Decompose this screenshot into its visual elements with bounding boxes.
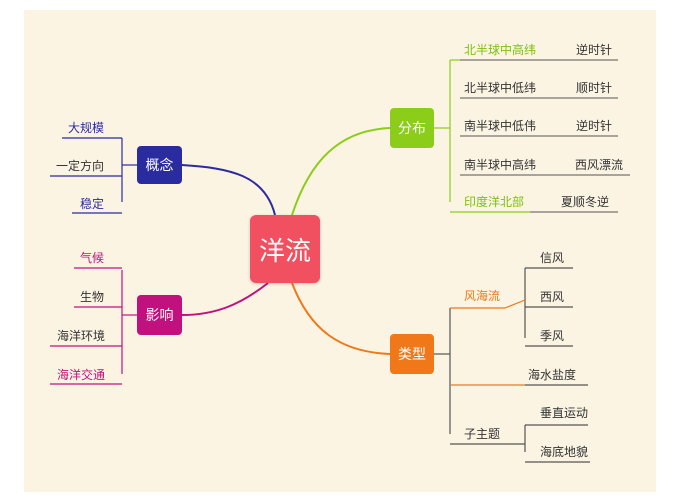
distribution-item-value[interactable]: 逆时针 <box>576 119 613 133</box>
types-subitem[interactable]: 西风 <box>540 290 565 304</box>
distribution-item-value[interactable]: 顺时针 <box>576 81 613 95</box>
impact-connectors <box>50 267 137 385</box>
distribution-item-label[interactable]: 南半球中高纬 <box>464 158 537 172</box>
types-group-label[interactable]: 风海流 <box>464 289 501 303</box>
link-center-distribution <box>291 127 391 216</box>
types-subitem[interactable]: 季风 <box>540 329 565 343</box>
distribution-item-label[interactable]: 南半球中低伟 <box>464 119 537 133</box>
concept-connectors <box>50 137 137 214</box>
link-center-types <box>291 282 391 355</box>
distribution-connectors <box>434 59 460 213</box>
branch-impact-label: 影响 <box>145 308 174 324</box>
concept-item[interactable]: 大规模 <box>68 121 105 135</box>
concept-item[interactable]: 一定方向 <box>56 159 105 173</box>
branch-distribution-label: 分布 <box>398 121 426 137</box>
branch-distribution[interactable]: 分布 <box>390 108 434 148</box>
concept-item[interactable]: 稳定 <box>80 197 105 211</box>
center-topic-label: 洋流 <box>258 236 311 267</box>
branch-concept[interactable]: 概念 <box>137 146 182 184</box>
branch-types[interactable]: 类型 <box>390 334 434 374</box>
branch-types-label: 类型 <box>398 347 426 363</box>
distribution-item-value[interactable]: 西风漂流 <box>575 158 624 172</box>
distribution-item-value[interactable]: 逆时针 <box>576 43 613 57</box>
distribution-underlines <box>460 59 630 213</box>
types-subitem[interactable]: 信风 <box>540 251 565 265</box>
branch-concept-label: 概念 <box>145 158 174 174</box>
distribution-item-label[interactable]: 北半球中高纬 <box>464 43 537 57</box>
types-subitem[interactable]: 海底地貌 <box>540 445 589 459</box>
impact-item[interactable]: 生物 <box>80 290 105 304</box>
distribution-item-value[interactable]: 夏顺冬逆 <box>561 195 610 209</box>
link-center-concept <box>181 164 276 216</box>
types-group-label[interactable]: 海水盐度 <box>528 368 577 382</box>
impact-item[interactable]: 海洋环境 <box>57 329 106 343</box>
branch-impact[interactable]: 影响 <box>137 295 182 335</box>
link-center-impact <box>181 282 269 316</box>
types-connectors <box>434 267 590 463</box>
types-windflow-link <box>450 299 526 309</box>
impact-item[interactable]: 海洋交通 <box>57 368 106 382</box>
center-topic[interactable]: 洋流 <box>250 215 320 283</box>
distribution-item-label[interactable]: 印度洋北部 <box>464 195 525 209</box>
types-group-label[interactable]: 子主题 <box>464 427 501 441</box>
distribution-item-label[interactable]: 北半球中低纬 <box>464 81 537 95</box>
impact-item[interactable]: 气候 <box>80 251 105 265</box>
mindmap-canvas <box>24 10 656 492</box>
types-subitem[interactable]: 垂直运动 <box>540 406 589 420</box>
